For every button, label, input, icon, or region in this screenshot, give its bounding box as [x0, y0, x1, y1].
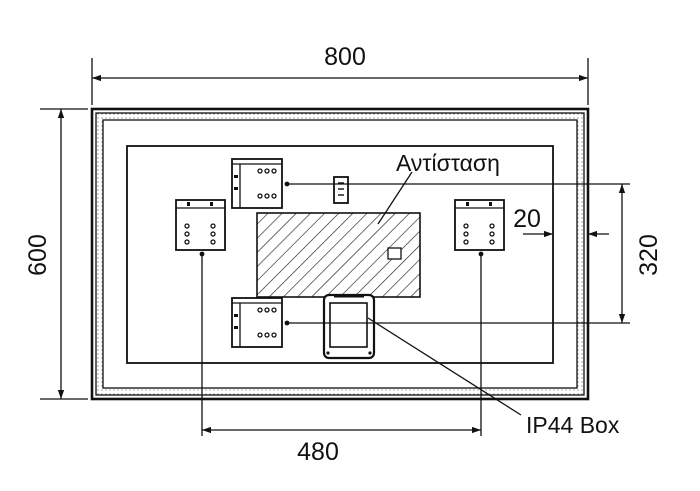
bracket-left: [175, 199, 226, 251]
dimension-600-label: 600: [24, 234, 52, 276]
box-label: IP44 Box: [526, 412, 620, 438]
dimension-320: 320: [618, 184, 663, 323]
inner-panel-outline: [126, 145, 554, 364]
dimension-600: 600: [24, 109, 65, 399]
ip44-box: [322, 293, 376, 360]
dimension-20-label: 20: [513, 205, 541, 233]
dimension-20: 20: [513, 205, 609, 238]
extension-lines: [40, 58, 630, 436]
dimension-320-label: 320: [635, 234, 663, 276]
bracket-right: [454, 199, 505, 251]
bracket-bottom-left: [231, 297, 283, 348]
dimension-480: 480: [202, 426, 481, 466]
connector-icon: [333, 176, 349, 204]
heater-pad: [256, 212, 421, 298]
dimension-800: 800: [92, 43, 588, 82]
box-callout: IP44 Box: [367, 317, 620, 438]
dimension-800-label: 800: [324, 43, 366, 71]
heater-callout: Αντίσταση: [377, 150, 500, 225]
heater-label: Αντίσταση: [396, 150, 500, 176]
dimension-480-label: 480: [297, 438, 339, 466]
bracket-top-left: [231, 158, 283, 209]
